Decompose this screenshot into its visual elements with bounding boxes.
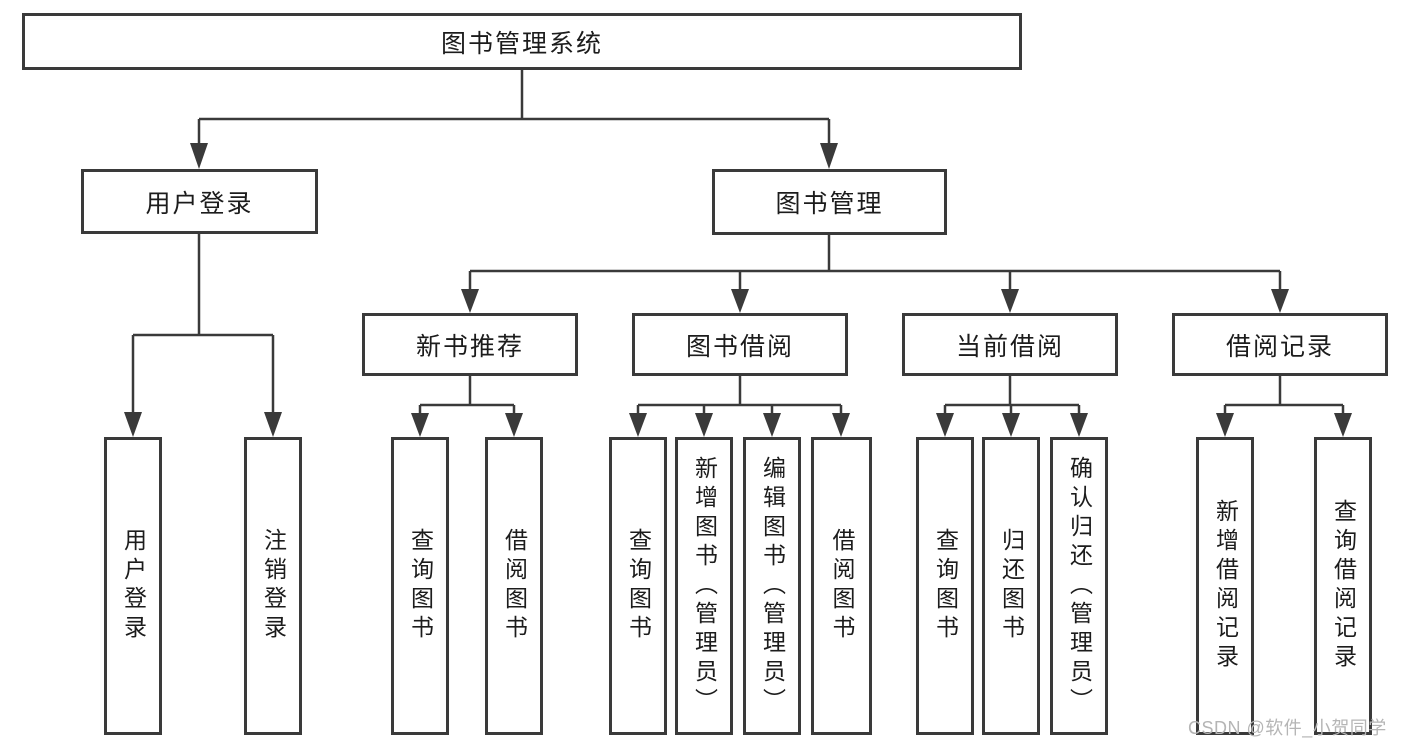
leaf-query-books-borrow: 查询图书 [609, 437, 667, 735]
node-library-management-system: 图书管理系统 [22, 13, 1022, 70]
leaf-user-login: 用户登录 [104, 437, 162, 735]
leaf-query-books-current: 查询图书 [916, 437, 974, 735]
node-label: 归还图书 [998, 528, 1025, 644]
arrowhead-icon [1334, 413, 1352, 437]
connector-record-branch [1216, 376, 1352, 437]
arrowhead-icon [832, 413, 850, 437]
csdn-watermark: CSDN @软件_小贺同学 [1188, 718, 1387, 738]
node-label: 注销登录 [260, 528, 287, 644]
node-label: 新增借阅记录 [1212, 499, 1239, 673]
arrowhead-icon [264, 412, 282, 437]
node-current-borrow: 当前借阅 [902, 313, 1118, 376]
leaf-query-borrow-record: 查询借阅记录 [1314, 437, 1372, 735]
arrowhead-icon [695, 413, 713, 437]
node-label: 当前借阅 [955, 332, 1064, 361]
node-label: 查询图书 [407, 528, 434, 644]
node-user-login-branch: 用户登录 [81, 169, 318, 234]
connector-book-mgmt-to-level3 [461, 234, 1289, 313]
arrowhead-icon [1070, 413, 1088, 437]
node-label: 图书借阅 [685, 332, 794, 361]
connector-new-book-branch [411, 376, 523, 437]
arrowhead-icon [936, 413, 954, 437]
node-new-book-recommend: 新书推荐 [362, 313, 578, 376]
connector-borrow-branch [629, 376, 850, 437]
leaf-confirm-return-admin: 确认归还（管理员） [1050, 437, 1108, 735]
node-book-management-branch: 图书管理 [712, 169, 947, 235]
node-label: 图书管理系统 [440, 29, 603, 58]
arrowhead-icon [1216, 413, 1234, 437]
arrowhead-icon [411, 413, 429, 437]
arrowhead-icon [461, 289, 479, 313]
node-label: 确认归还（管理员） [1066, 455, 1093, 717]
leaf-query-books-recommend: 查询图书 [391, 437, 449, 735]
node-label: 借阅图书 [829, 528, 855, 644]
arrowhead-icon [731, 289, 749, 313]
arrowhead-icon [190, 143, 208, 169]
node-label: 查询图书 [625, 528, 652, 644]
arrowhead-icon [629, 413, 647, 437]
arrowhead-icon [1271, 289, 1289, 313]
node-label: 借阅图书 [501, 528, 528, 644]
node-label: 新书推荐 [415, 332, 524, 361]
leaf-borrow-books: 借阅图书 [811, 437, 872, 735]
connector-root-to-level2 [190, 69, 838, 169]
arrowhead-icon [505, 413, 523, 437]
arrowhead-icon [124, 412, 142, 437]
connector-current-branch [936, 376, 1088, 437]
connector-login-branch [124, 234, 282, 437]
arrowhead-icon [1001, 289, 1019, 313]
node-label: 用户登录 [145, 189, 254, 218]
leaf-add-borrow-record: 新增借阅记录 [1196, 437, 1254, 735]
node-label: 借阅记录 [1225, 332, 1334, 361]
arrowhead-icon [820, 143, 838, 169]
arrowhead-icon [763, 413, 781, 437]
node-label: 新增图书（管理员） [691, 455, 718, 717]
leaf-edit-books-admin: 编辑图书（管理员） [743, 437, 801, 735]
node-label: 图书管理 [775, 190, 884, 218]
leaf-return-books: 归还图书 [982, 437, 1040, 735]
node-borrow-record: 借阅记录 [1172, 313, 1388, 376]
node-label: 查询图书 [932, 528, 959, 644]
arrowhead-icon [1002, 413, 1020, 437]
node-label: 查询借阅记录 [1330, 499, 1357, 673]
leaf-add-books-admin: 新增图书（管理员） [675, 437, 733, 735]
node-label: 编辑图书（管理员） [759, 455, 786, 717]
node-book-borrow: 图书借阅 [632, 313, 848, 376]
node-label: 用户登录 [120, 528, 147, 644]
leaf-logout-login: 注销登录 [244, 437, 302, 735]
leaf-borrow-books-recommend: 借阅图书 [485, 437, 543, 735]
